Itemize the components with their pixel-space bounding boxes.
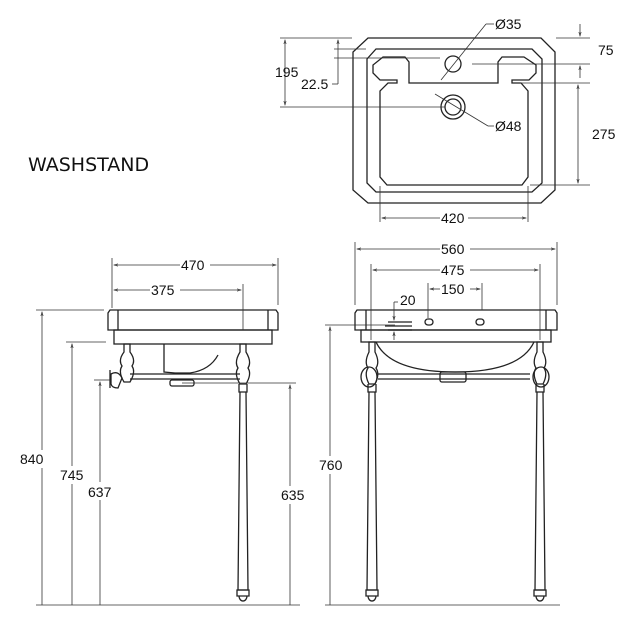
side-leg (237, 384, 249, 591)
front-bowl (375, 341, 535, 373)
side-plinth (113, 329, 273, 345)
dim-22-5: 22.5 (301, 76, 328, 92)
dim-75: 75 (598, 42, 614, 58)
dim-195: 195 (275, 64, 299, 80)
drawing-title: WASHSTAND (28, 154, 149, 176)
dim-745: 745 (60, 467, 84, 483)
dim-20: 20 (400, 292, 416, 308)
front-right-leg (532, 341, 550, 602)
front-slab (354, 309, 558, 331)
front-tap-hole-right (475, 318, 485, 326)
dim-560: 560 (441, 241, 465, 257)
dim-635: 635 (281, 487, 305, 503)
tap-hole (444, 55, 462, 73)
tap-hole-diameter-label: Ø35 (495, 16, 522, 32)
dim-420: 420 (441, 210, 465, 226)
side-rear-leg-top (119, 343, 135, 383)
dim-150: 150 (441, 281, 465, 297)
dim-637: 637 (88, 484, 112, 500)
front-view: 560 475 150 20 760 (319, 241, 560, 606)
basin-rim-outline (366, 48, 543, 193)
front-plinth (360, 329, 552, 343)
dim-375: 375 (151, 282, 175, 298)
front-tap-hole-left (424, 318, 434, 326)
side-slab (107, 309, 279, 331)
dim-840: 840 (20, 451, 44, 467)
dim-275: 275 (592, 126, 616, 142)
basin-outer-outline (352, 37, 556, 204)
side-view: 470 375 840 745 637 635 (20, 257, 305, 606)
waste-diameter-label: Ø48 (495, 118, 522, 134)
front-left-leg (360, 341, 379, 602)
dim-760: 760 (319, 457, 343, 473)
dim-470: 470 (181, 257, 205, 273)
plan-view: Ø35 Ø48 195 22.5 75 275 420 (275, 16, 616, 226)
dim-475: 475 (441, 262, 465, 278)
